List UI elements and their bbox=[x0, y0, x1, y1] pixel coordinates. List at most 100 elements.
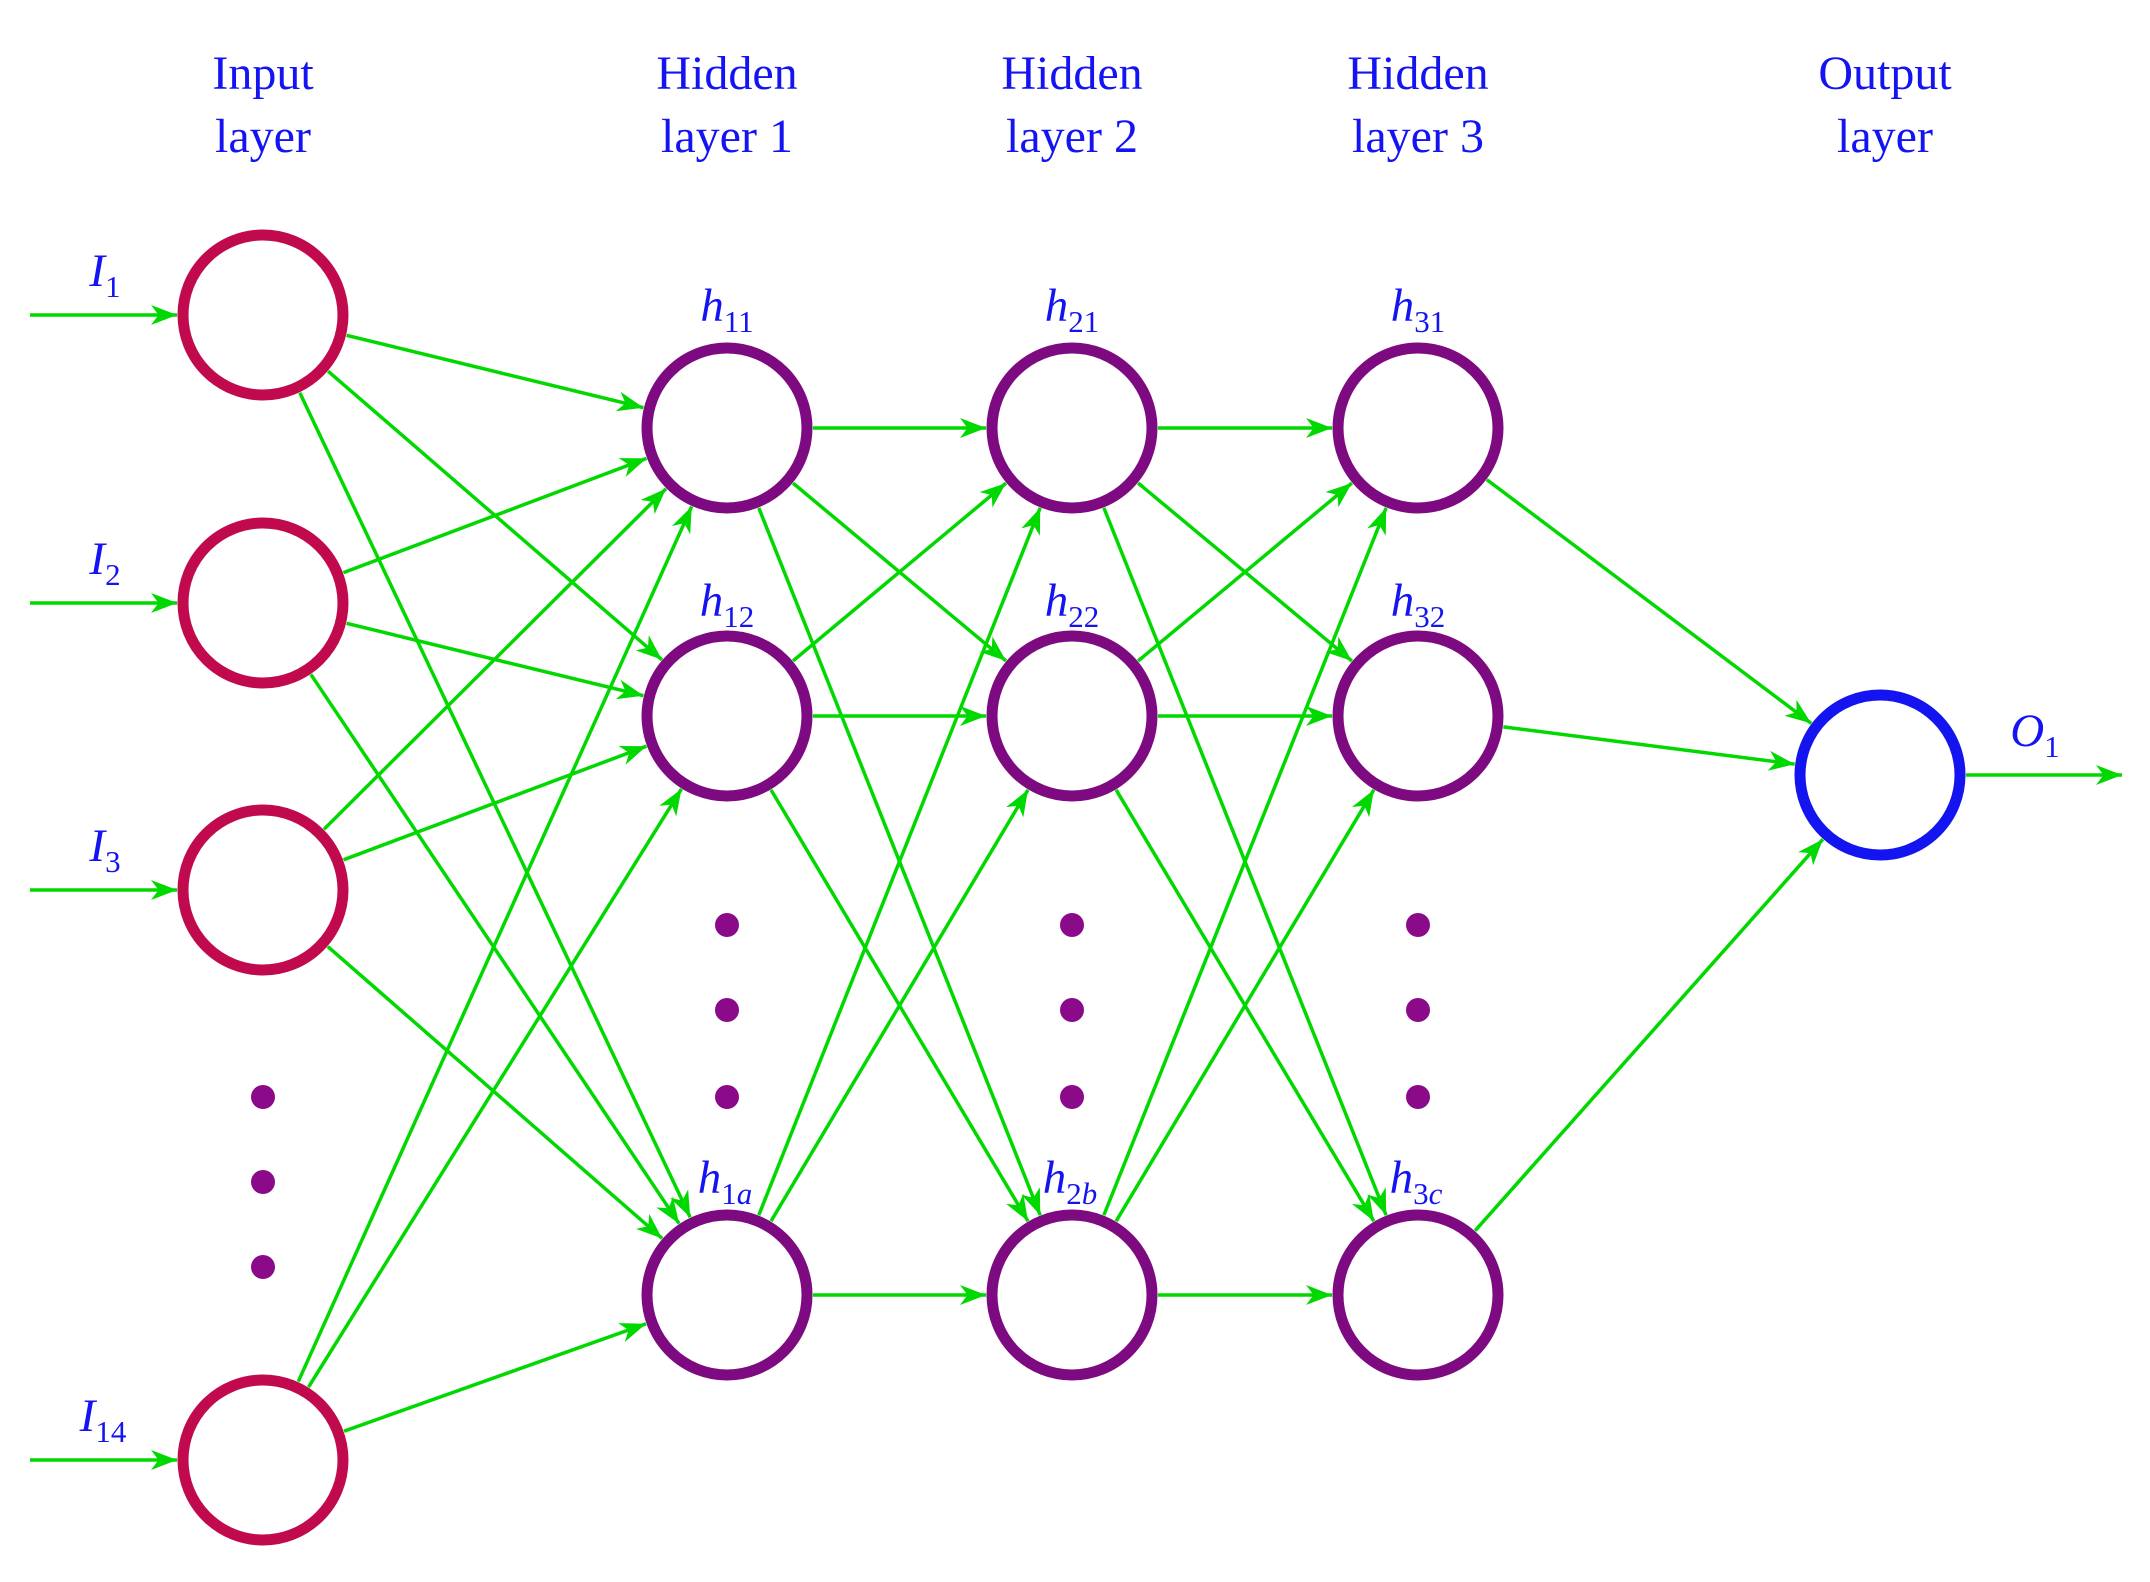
label-subscript: 2 bbox=[1068, 304, 1084, 339]
label-base: I bbox=[88, 533, 107, 585]
edge-h32-O1 bbox=[1503, 725, 1795, 771]
ellipsis-dot-col2-0 bbox=[1060, 913, 1084, 937]
label-subscript: c bbox=[1429, 1176, 1443, 1211]
label-subscript: 3 bbox=[1414, 599, 1430, 634]
node-label-I3: I3 bbox=[88, 820, 120, 879]
label-subscript: 1 bbox=[105, 269, 121, 304]
header-line: layer bbox=[1837, 110, 1933, 163]
label-base: h bbox=[700, 280, 724, 332]
node-h2b bbox=[986, 1209, 1158, 1381]
edge-h2b-h31 bbox=[1102, 507, 1388, 1216]
node-label-O1: O1 bbox=[2010, 705, 2059, 764]
edge-I1-h11 bbox=[346, 333, 644, 412]
label-base: I bbox=[79, 1390, 98, 1442]
label-base: h bbox=[1390, 1152, 1414, 1204]
header-line: layer 1 bbox=[661, 110, 793, 163]
edge-I14-h12 bbox=[307, 788, 683, 1388]
label-subscript: 3 bbox=[1414, 304, 1430, 339]
header-line: Hidden bbox=[1347, 47, 1489, 100]
label-subscript: 1 bbox=[1084, 304, 1100, 339]
label-subscript: 2 bbox=[1430, 599, 1446, 634]
node-label-I14: I14 bbox=[79, 1390, 127, 1449]
label-subscript: 2 bbox=[739, 599, 755, 634]
header-line: Hidden bbox=[656, 47, 798, 100]
edge-I2-h11 bbox=[342, 456, 648, 575]
node-h32 bbox=[1332, 630, 1504, 802]
header-hidden-layer-2: Hidden layer 2 bbox=[1001, 42, 1142, 168]
header-input-layer: Input layer bbox=[212, 42, 313, 168]
node-label-h32: h32 bbox=[1391, 575, 1446, 634]
header-line: Output bbox=[1818, 47, 1952, 100]
label-subscript: 2 bbox=[105, 557, 121, 592]
node-I2 bbox=[177, 517, 349, 689]
label-subscript: 2 bbox=[1066, 1176, 1082, 1211]
label-subscript: a bbox=[737, 1176, 753, 1211]
label-base: O bbox=[2010, 705, 2044, 757]
node-I14 bbox=[177, 1374, 349, 1546]
ellipsis-dot-col3-0 bbox=[1406, 913, 1430, 937]
label-subscript: 2 bbox=[1084, 599, 1100, 634]
edge-h2b-h32 bbox=[1114, 788, 1376, 1223]
label-base: h bbox=[1391, 280, 1415, 332]
ellipsis-dot-col0-0 bbox=[251, 1085, 275, 1109]
edge-I3-h1a bbox=[326, 945, 664, 1240]
node-h11 bbox=[641, 342, 813, 514]
edge-I1-h1a bbox=[298, 391, 692, 1219]
ellipsis-dot-col1-2 bbox=[715, 1085, 739, 1109]
edge-I2-h1a bbox=[309, 673, 681, 1225]
nodes-group bbox=[177, 229, 1966, 1546]
node-h12 bbox=[641, 630, 813, 802]
node-h3c bbox=[1332, 1209, 1504, 1381]
node-h21 bbox=[986, 342, 1158, 514]
node-h22 bbox=[986, 630, 1158, 802]
label-subscript: 2 bbox=[1068, 599, 1084, 634]
header-output-layer: Output layer bbox=[1818, 42, 1951, 168]
label-base: I bbox=[88, 245, 107, 297]
header-line: layer bbox=[215, 110, 311, 163]
node-label-h2b: h2b bbox=[1043, 1152, 1098, 1211]
label-base: h bbox=[1043, 1152, 1067, 1204]
ellipsis-dot-col3-1 bbox=[1406, 998, 1430, 1022]
label-base: h bbox=[1045, 575, 1069, 627]
header-hidden-layer-1: Hidden layer 1 bbox=[656, 42, 797, 168]
label-subscript: 1 bbox=[738, 304, 754, 339]
label-base: I bbox=[88, 820, 107, 872]
node-h1a bbox=[641, 1209, 813, 1381]
node-I3 bbox=[177, 804, 349, 976]
node-label-h21: h21 bbox=[1045, 280, 1100, 339]
label-subscript: 3 bbox=[105, 844, 121, 879]
edge-I14-h11 bbox=[296, 505, 694, 1383]
edge-h3c-O1 bbox=[1473, 838, 1825, 1232]
node-label-h1a: h1a bbox=[698, 1152, 753, 1211]
header-line: Hidden bbox=[1001, 47, 1143, 100]
label-subscript: 1 bbox=[721, 1176, 737, 1211]
edge-h1a-h21 bbox=[757, 507, 1042, 1216]
node-label-h3c: h3c bbox=[1390, 1152, 1443, 1211]
edge-I3-h11 bbox=[322, 487, 668, 831]
header-line: layer 2 bbox=[1006, 110, 1138, 163]
ellipsis-dot-col3-2 bbox=[1406, 1085, 1430, 1109]
ellipsis-dot-col1-0 bbox=[715, 913, 739, 937]
edge-h1a-h22 bbox=[769, 788, 1030, 1223]
header-line: Input bbox=[212, 47, 314, 100]
label-subscript: 4 bbox=[111, 1414, 127, 1449]
label-subscript: 1 bbox=[1430, 304, 1446, 339]
edge-h22-h31 bbox=[1136, 481, 1354, 663]
node-h31 bbox=[1332, 342, 1504, 514]
node-label-h31: h31 bbox=[1391, 280, 1446, 339]
label-subscript: 1 bbox=[95, 1414, 111, 1449]
node-label-I2: I2 bbox=[88, 533, 120, 592]
label-subscript: 3 bbox=[1413, 1176, 1429, 1211]
edge-h12-h21 bbox=[791, 481, 1008, 663]
node-label-h22: h22 bbox=[1045, 575, 1100, 634]
edges-group bbox=[30, 305, 2122, 1470]
label-subscript: b bbox=[1082, 1176, 1098, 1211]
node-label-I1: I1 bbox=[88, 245, 120, 304]
ellipsis-dot-col2-1 bbox=[1060, 998, 1084, 1022]
node-O1 bbox=[1794, 689, 1966, 861]
ellipsis-dot-col1-1 bbox=[715, 998, 739, 1022]
label-base: h bbox=[1045, 280, 1069, 332]
label-subscript: 1 bbox=[2044, 729, 2060, 764]
